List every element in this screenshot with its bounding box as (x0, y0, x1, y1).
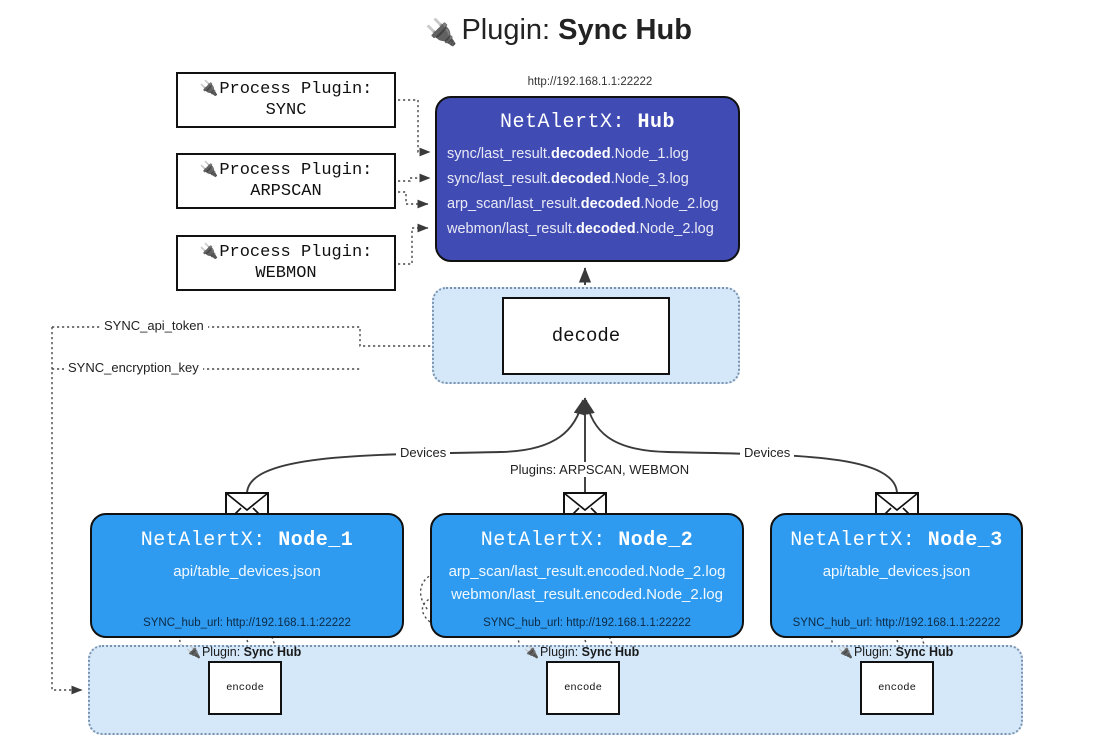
hub-log-row: arp_scan/last_result.decoded.Node_2.log (447, 196, 719, 212)
node-line: api/table_devices.json (822, 563, 971, 580)
node-box-node-3[interactable]: NetAlertX: Node_3 api/table_devices.json… (770, 513, 1023, 638)
hub-title: NetAlertX: Hub (437, 111, 738, 134)
decode-inflow-arrows (246, 397, 898, 499)
node-line: webmon/last_result.encoded.Node_2.log (451, 586, 723, 603)
hub-url-label: http://192.168.1.1:22222 (527, 76, 653, 88)
process-plugin-webmon[interactable]: 🔌Process Plugin: WEBMON (176, 235, 396, 291)
node-title: NetAlertX: Node_1 (140, 529, 354, 552)
page-title-name: Sync Hub (558, 14, 692, 46)
encode-plugin-label-3: 🔌Plugin: Sync Hub (838, 645, 954, 659)
node-hub-url: SYNC_hub_url: http://192.168.1.1:22222 (792, 617, 1001, 629)
edge-label-devices-right: Devices (740, 445, 795, 460)
node-line: api/table_devices.json (173, 563, 321, 580)
hub-log-rows: sync/last_result.decoded.Node_1.log sync… (437, 142, 738, 242)
plug-icon: 🔌 (524, 645, 539, 659)
process-plugin-name: ARPSCAN (250, 182, 322, 201)
node-box-node-2[interactable]: NetAlertX: Node_2 arp_scan/last_result.e… (430, 513, 744, 638)
hub-title-name: Hub (637, 111, 676, 134)
hub-log-row: sync/last_result.decoded.Node_1.log (447, 146, 689, 162)
node-line: arp_scan/last_result.encoded.Node_2.log (448, 563, 726, 580)
node-title: NetAlertX: Node_2 (480, 529, 694, 552)
hub-box[interactable]: NetAlertX: Hub sync/last_result.decoded.… (435, 96, 740, 262)
secret-label-api-token: SYNC_api_token (100, 318, 208, 333)
node-hub-url: SYNC_hub_url: http://192.168.1.1:22222 (143, 617, 351, 629)
plug-icon: 🔌 (838, 645, 853, 659)
node-box-node-1[interactable]: NetAlertX: Node_1 api/table_devices.json… (90, 513, 404, 638)
node-hub-url: SYNC_hub_url: http://192.168.1.1:22222 (483, 617, 691, 629)
process-plugin-label: Process Plugin: (219, 242, 373, 262)
hub-log-row: webmon/last_result.decoded.Node_2.log (447, 221, 714, 237)
secret-label-encryption-key: SYNC_encryption_key (64, 360, 203, 375)
encode-box-node-2[interactable]: encode (546, 661, 620, 715)
plug-icon: 🔌 (199, 78, 219, 97)
plugin-to-hub-connectors (398, 99, 431, 265)
encode-plugin-label-2: 🔌Plugin: Sync Hub (524, 645, 640, 659)
plug-icon: 🔌 (199, 241, 219, 260)
edge-label-devices-left: Devices (396, 445, 451, 460)
hub-log-row: sync/last_result.decoded.Node_3.log (447, 171, 689, 187)
plug-icon: 🔌 (199, 159, 219, 178)
hub-title-prefix: NetAlertX: (499, 111, 625, 134)
process-plugin-label: Process Plugin: (219, 79, 373, 99)
edge-label-plugins-middle: Plugins: ARPSCAN, WEBMON (506, 462, 694, 477)
decode-box[interactable]: decode (502, 297, 670, 375)
process-plugin-sync[interactable]: 🔌Process Plugin: SYNC (176, 72, 396, 128)
process-plugin-label: Process Plugin: (219, 160, 373, 180)
plug-icon: 🔌 (186, 645, 201, 659)
process-plugin-name: WEBMON (255, 264, 317, 283)
encode-plugin-label-1: 🔌Plugin: Sync Hub (186, 645, 302, 659)
page-title-prefix: Plugin: (461, 14, 551, 46)
plug-icon: 🔌 (425, 17, 458, 47)
encode-box-node-3[interactable]: encode (860, 661, 934, 715)
encode-box-node-1[interactable]: encode (208, 661, 282, 715)
process-plugin-arpscan[interactable]: 🔌Process Plugin: ARPSCAN (176, 153, 396, 209)
page-title: 🔌Plugin: Sync Hub (0, 14, 1117, 47)
process-plugin-name: SYNC (265, 101, 307, 120)
node-title: NetAlertX: Node_3 (790, 529, 1003, 552)
